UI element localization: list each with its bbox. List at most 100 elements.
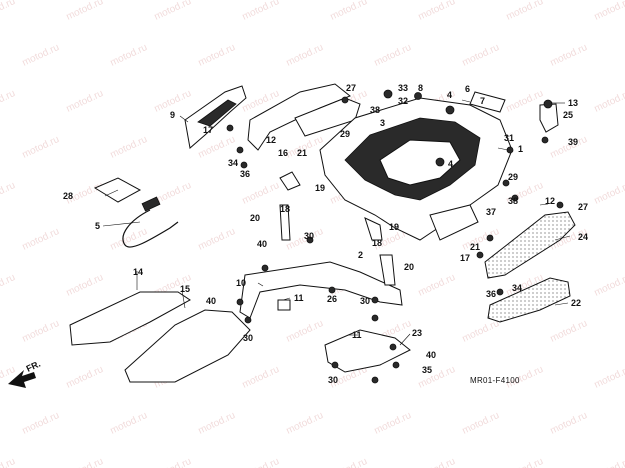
- watermark-text: motod.ru: [153, 0, 193, 23]
- watermark-text: motod.ru: [109, 42, 149, 69]
- watermark-text: motod.ru: [109, 134, 149, 161]
- callout-27b: 27: [578, 202, 588, 212]
- callout-21b: 21: [470, 242, 480, 252]
- callout-21a: 21: [297, 148, 307, 158]
- watermark-text: motod.ru: [0, 456, 17, 468]
- watermark-text: motod.ru: [65, 364, 105, 391]
- callout-15: 15: [180, 284, 190, 294]
- watermark-text: motod.ru: [241, 0, 281, 23]
- part-3-panel: [294, 97, 361, 137]
- watermark-text: motod.ru: [197, 410, 237, 437]
- watermark-text: motod.ru: [21, 318, 61, 345]
- watermark-text: motod.ru: [329, 456, 369, 468]
- front-arrow-icon: [8, 370, 36, 388]
- watermark-text: motod.ru: [153, 456, 193, 468]
- watermark-text: motod.ru: [21, 226, 61, 253]
- callout-30b: 30: [243, 333, 253, 343]
- part-11-frame: [324, 329, 411, 373]
- callout-38b: 38: [508, 196, 518, 206]
- callout-13: 13: [568, 98, 578, 108]
- callout-32: 32: [398, 96, 408, 106]
- watermark-text: motod.ru: [593, 0, 625, 23]
- part-24-trim: [484, 211, 576, 279]
- callout-10: 10: [236, 278, 246, 288]
- callout-40b: 40: [206, 296, 216, 306]
- watermark-text: motod.ru: [21, 42, 61, 69]
- callout-4b: 4: [448, 159, 453, 169]
- watermark-text: motod.ru: [549, 318, 589, 345]
- callout-18b: 18: [372, 238, 382, 248]
- callout-17a: 17: [203, 125, 213, 135]
- callout-30c: 30: [328, 375, 338, 385]
- callout-28: 28: [63, 191, 73, 201]
- watermark-text: motod.ru: [373, 410, 413, 437]
- watermark-text: motod.ru: [285, 318, 325, 345]
- watermark-text: motod.ru: [329, 0, 369, 23]
- callout-20a: 20: [250, 213, 260, 223]
- watermark-text: motod.ru: [197, 226, 237, 253]
- watermark-text: motod.ru: [549, 42, 589, 69]
- callout-34a: 34: [228, 158, 238, 168]
- callout-4a: 4: [447, 90, 452, 100]
- watermark-text: motod.ru: [461, 410, 501, 437]
- callout-20b: 20: [404, 262, 414, 272]
- callout-3: 3: [380, 118, 385, 128]
- watermark-text: motod.ru: [241, 456, 281, 468]
- callout-35: 35: [422, 365, 432, 375]
- callout-38a: 38: [370, 105, 380, 115]
- callout-11b: 11: [352, 330, 362, 340]
- watermark-text: motod.ru: [417, 456, 457, 468]
- watermark-text: motod.ru: [285, 410, 325, 437]
- callout-40a: 40: [257, 239, 267, 249]
- watermark-text: motod.ru: [21, 134, 61, 161]
- callout-11: 11: [294, 293, 304, 303]
- callout-23: 23: [412, 328, 422, 338]
- callout-16: 16: [278, 148, 288, 158]
- callout-29a: 29: [340, 129, 350, 139]
- callout-34b: 34: [512, 283, 522, 293]
- callout-labels: 1 2 3 4 4 5 6 7 8 9 10 11 11 12 12 13 14…: [63, 83, 588, 385]
- callout-25: 25: [563, 110, 573, 120]
- callout-8: 8: [418, 83, 423, 93]
- callout-39: 39: [568, 137, 578, 147]
- watermark-text: motod.ru: [593, 456, 625, 468]
- part-13-bracket: [539, 99, 559, 133]
- callout-1: 1: [518, 144, 523, 154]
- callout-29b: 29: [508, 172, 518, 182]
- watermark-text: motod.ru: [241, 180, 281, 207]
- watermark-text: motod.ru: [0, 272, 17, 299]
- part-14-mat: [69, 291, 191, 346]
- watermark-text: motod.ru: [285, 42, 325, 69]
- callout-7: 7: [480, 96, 485, 106]
- watermark-text: motod.ru: [505, 456, 545, 468]
- watermark-text: motod.ru: [0, 0, 17, 23]
- callout-27a: 27: [346, 83, 356, 93]
- callout-19a: 19: [315, 183, 325, 193]
- watermark-text: motod.ru: [461, 226, 501, 253]
- fasteners: [226, 89, 564, 384]
- watermark-text: motod.ru: [65, 456, 105, 468]
- callout-6: 6: [465, 84, 470, 94]
- callout-17b: 17: [460, 253, 470, 263]
- diagram-code: MR01-F4100: [470, 376, 520, 385]
- part-5-switch: [122, 196, 179, 248]
- part-15-mat: [124, 309, 251, 383]
- watermark-text: motod.ru: [593, 272, 625, 299]
- watermark-text: motod.ru: [373, 42, 413, 69]
- watermark-text: motod.ru: [65, 88, 105, 115]
- watermark-text: motod.ru: [241, 364, 281, 391]
- watermark-text: motod.ru: [0, 364, 17, 391]
- watermark-text: motod.ru: [197, 134, 237, 161]
- callout-19b: 19: [389, 222, 399, 232]
- callout-33: 33: [398, 83, 408, 93]
- watermark-text: motod.ru: [593, 88, 625, 115]
- callout-36b: 36: [486, 289, 496, 299]
- callout-12b: 12: [545, 196, 555, 206]
- part-rods: [279, 171, 396, 286]
- callout-26: 26: [327, 294, 337, 304]
- watermark-text: motod.ru: [593, 364, 625, 391]
- watermark-text: motod.ru: [21, 410, 61, 437]
- watermark-text: motod.ru: [417, 0, 457, 23]
- watermark-text: motod.ru: [461, 42, 501, 69]
- watermark-text: motod.ru: [505, 0, 545, 23]
